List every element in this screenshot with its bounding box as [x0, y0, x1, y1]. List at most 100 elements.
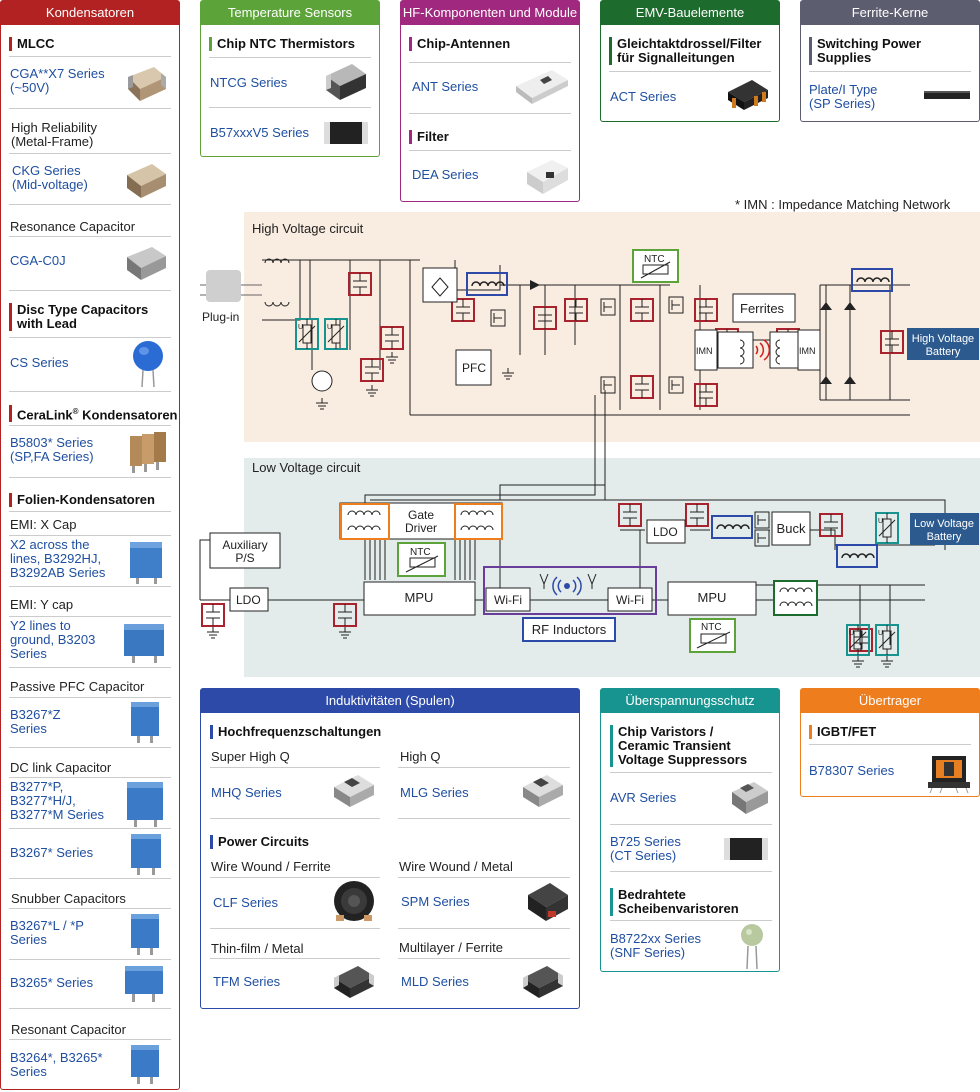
- ferrite-kerne-header: Ferrite-Kerne: [801, 1, 979, 25]
- imn-left-box: [694, 329, 718, 371]
- switching-power-section-title: Switching Power Supplies: [809, 37, 921, 65]
- cs-series-link[interactable]: CS Series: [10, 355, 69, 370]
- passive-pfc-label: Passive PFC Capacitor: [10, 679, 145, 694]
- chip-antennen-section-title: Chip-Antennen: [409, 37, 510, 51]
- mhq-chip-image: [330, 769, 378, 811]
- induktivitaeten-header: Induktivitäten (Spulen): [201, 689, 579, 713]
- kondensatoren-header: Kondensatoren: [1, 1, 179, 25]
- b57-link[interactable]: B57xxxV5 Series: [210, 125, 309, 140]
- avr-chip-image: [728, 776, 772, 818]
- svg-text:NTC: NTC: [644, 254, 665, 265]
- x2-link[interactable]: X2 across the lines, B3292HJ, B3292AB Se…: [10, 537, 106, 580]
- tfm-chip-image: [330, 960, 378, 1004]
- chip-ntc-section-title: Chip NTC Thermistors: [209, 37, 355, 51]
- act-link[interactable]: ACT Series: [610, 89, 677, 104]
- b3265-link[interactable]: B3265* Series: [10, 975, 94, 990]
- cm-choke-lv: [773, 580, 818, 616]
- resonance-capacitor-label: Resonance Capacitor: [10, 219, 136, 234]
- induktivitaeten-panel: Induktivitäten (Spulen): [200, 688, 580, 1009]
- mpu-left-box: [363, 581, 476, 616]
- hv-battery: [907, 328, 979, 360]
- ntcg-link[interactable]: NTCG Series: [210, 75, 288, 90]
- b3267z-link[interactable]: B3267*Z Series: [10, 707, 61, 736]
- temperature-sensors-header: Temperature Sensors: [201, 1, 379, 25]
- lv-battery: [910, 513, 979, 545]
- ant-link[interactable]: ANT Series: [412, 79, 479, 94]
- b3267-image: [128, 830, 166, 876]
- igbt-fet-section-title: IGBT/FET: [809, 725, 876, 739]
- snubber-label: Snubber Capacitors: [11, 891, 126, 906]
- cga-c0j-link[interactable]: CGA-C0J: [10, 253, 66, 268]
- b3264-link[interactable]: B3264*, B3265* Series: [10, 1050, 103, 1079]
- mld-chip-image: [519, 960, 567, 1004]
- b725-link[interactable]: B725 Series (CT Series): [610, 834, 681, 863]
- gleichtaktdrossel-section-title: Gleichtaktdrossel/Filter für Signalleitu…: [609, 37, 762, 65]
- b57-chip-image: [322, 118, 370, 148]
- svg-text:NTC: NTC: [410, 547, 431, 558]
- spm-inductor-image: [524, 879, 572, 925]
- pfc-box: [455, 349, 492, 386]
- y-cap-image: [122, 620, 168, 664]
- svg-text:MPU: MPU: [698, 590, 727, 605]
- disc-varistor-image: [738, 922, 766, 970]
- y2-link[interactable]: Y2 lines to ground, B3203 Series: [10, 618, 96, 661]
- clf-link[interactable]: CLF Series: [213, 895, 279, 910]
- chip-varistors-section-title: Chip Varistors / Ceramic Transient Volta…: [610, 725, 747, 767]
- svg-text:Wi-Fi: Wi-Fi: [494, 593, 522, 607]
- mlcc-chip-image: [124, 61, 168, 105]
- thin-film-label: Thin-film / Metal: [211, 941, 304, 956]
- tfm-link[interactable]: TFM Series: [213, 974, 281, 989]
- spm-link[interactable]: SPM Series: [401, 894, 470, 909]
- b78307-link[interactable]: B78307 Series: [809, 763, 895, 778]
- svg-text:IMN: IMN: [799, 346, 816, 356]
- hv-label: High Voltage circuit: [252, 221, 364, 236]
- b3277-link[interactable]: B3277*P, B3277*H/J, B3277*M Series: [10, 779, 104, 822]
- b5803-link[interactable]: B5803* Series (SP,FA Series): [10, 435, 94, 464]
- ferrites-label: Ferrites: [740, 301, 785, 316]
- ckg-chip-image: [124, 158, 168, 202]
- imn-note: * IMN : Impedance Matching Network: [735, 197, 951, 212]
- high-reliability-label: High Reliability (Metal-Frame): [11, 120, 97, 149]
- plug-in-icon: [206, 270, 241, 302]
- mpu-right-box: [667, 581, 757, 616]
- emi-x-cap-label: EMI: X Cap: [10, 517, 77, 532]
- circuit-diagram: U High Voltage circuit Low Voltage circu…: [0, 200, 980, 680]
- avr-link[interactable]: AVR Series: [610, 790, 677, 805]
- svg-text:Wi-Fi: Wi-Fi: [616, 593, 644, 607]
- transformer-image: [924, 748, 974, 794]
- dea-link[interactable]: DEA Series: [412, 167, 479, 182]
- cga-x7-link[interactable]: CGA**X7 Series (~50V): [10, 66, 105, 95]
- svg-text:LDO: LDO: [236, 593, 261, 607]
- mlg-chip-image: [519, 769, 567, 811]
- mld-link[interactable]: MLD Series: [401, 974, 469, 989]
- svg-text:NTC: NTC: [701, 622, 722, 633]
- mhq-link[interactable]: MHQ Series: [211, 785, 282, 800]
- plate-link[interactable]: Plate/I Type (SP Series): [809, 82, 878, 111]
- b8722-link[interactable]: B8722xx Series (SNF Series): [610, 931, 702, 960]
- snubber-image: [128, 910, 164, 956]
- b3265-image: [122, 962, 168, 1004]
- ldo-right-box: [646, 519, 686, 544]
- b3267-link[interactable]: B3267* Series: [10, 845, 94, 860]
- emv-header: EMV-Bauelemente: [601, 1, 779, 25]
- wire-wound-metal-label: Wire Wound / Metal: [399, 859, 513, 874]
- x-cap-image: [126, 538, 168, 584]
- wifi-right-box: [607, 587, 653, 612]
- hf-komponenten-header: HF-Komponenten und Module: [401, 1, 579, 25]
- svg-text:IMN: IMN: [696, 346, 713, 356]
- power-circuits-section-title: Power Circuits: [210, 835, 309, 849]
- svg-text:RF Inductors: RF Inductors: [532, 622, 607, 637]
- emi-y-cap-label: EMI: Y cap: [10, 597, 74, 612]
- act-chip-image: [724, 74, 772, 116]
- b3267l-link[interactable]: B3267*L / *P Series: [10, 918, 84, 947]
- ferrite-kerne-panel: Ferrite-Kerne: [800, 0, 980, 122]
- ckg-link[interactable]: CKG Series (Mid-voltage): [12, 163, 88, 192]
- ntc-lv-box: [397, 542, 446, 577]
- wifi-group: [483, 566, 657, 615]
- ferrites-box: [732, 293, 796, 323]
- filter-section-title: Filter: [409, 130, 449, 144]
- mlg-link[interactable]: MLG Series: [400, 785, 469, 800]
